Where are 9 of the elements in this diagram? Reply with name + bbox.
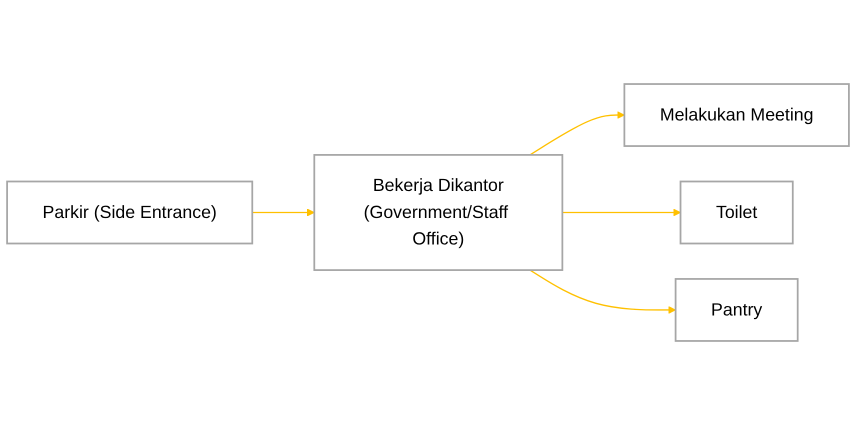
arrow [252,208,315,216]
node-box: Toilet [680,180,794,244]
arrow [530,270,676,314]
arrow [562,208,681,216]
arrow [530,111,625,156]
node-box: Pantry [674,278,799,342]
node-box: Melakukan Meeting [624,83,850,147]
node-box: Bekerja Dikantor (Government/Staff Office) [313,154,564,271]
node-box: Parkir (Side Entrance) [6,180,254,244]
